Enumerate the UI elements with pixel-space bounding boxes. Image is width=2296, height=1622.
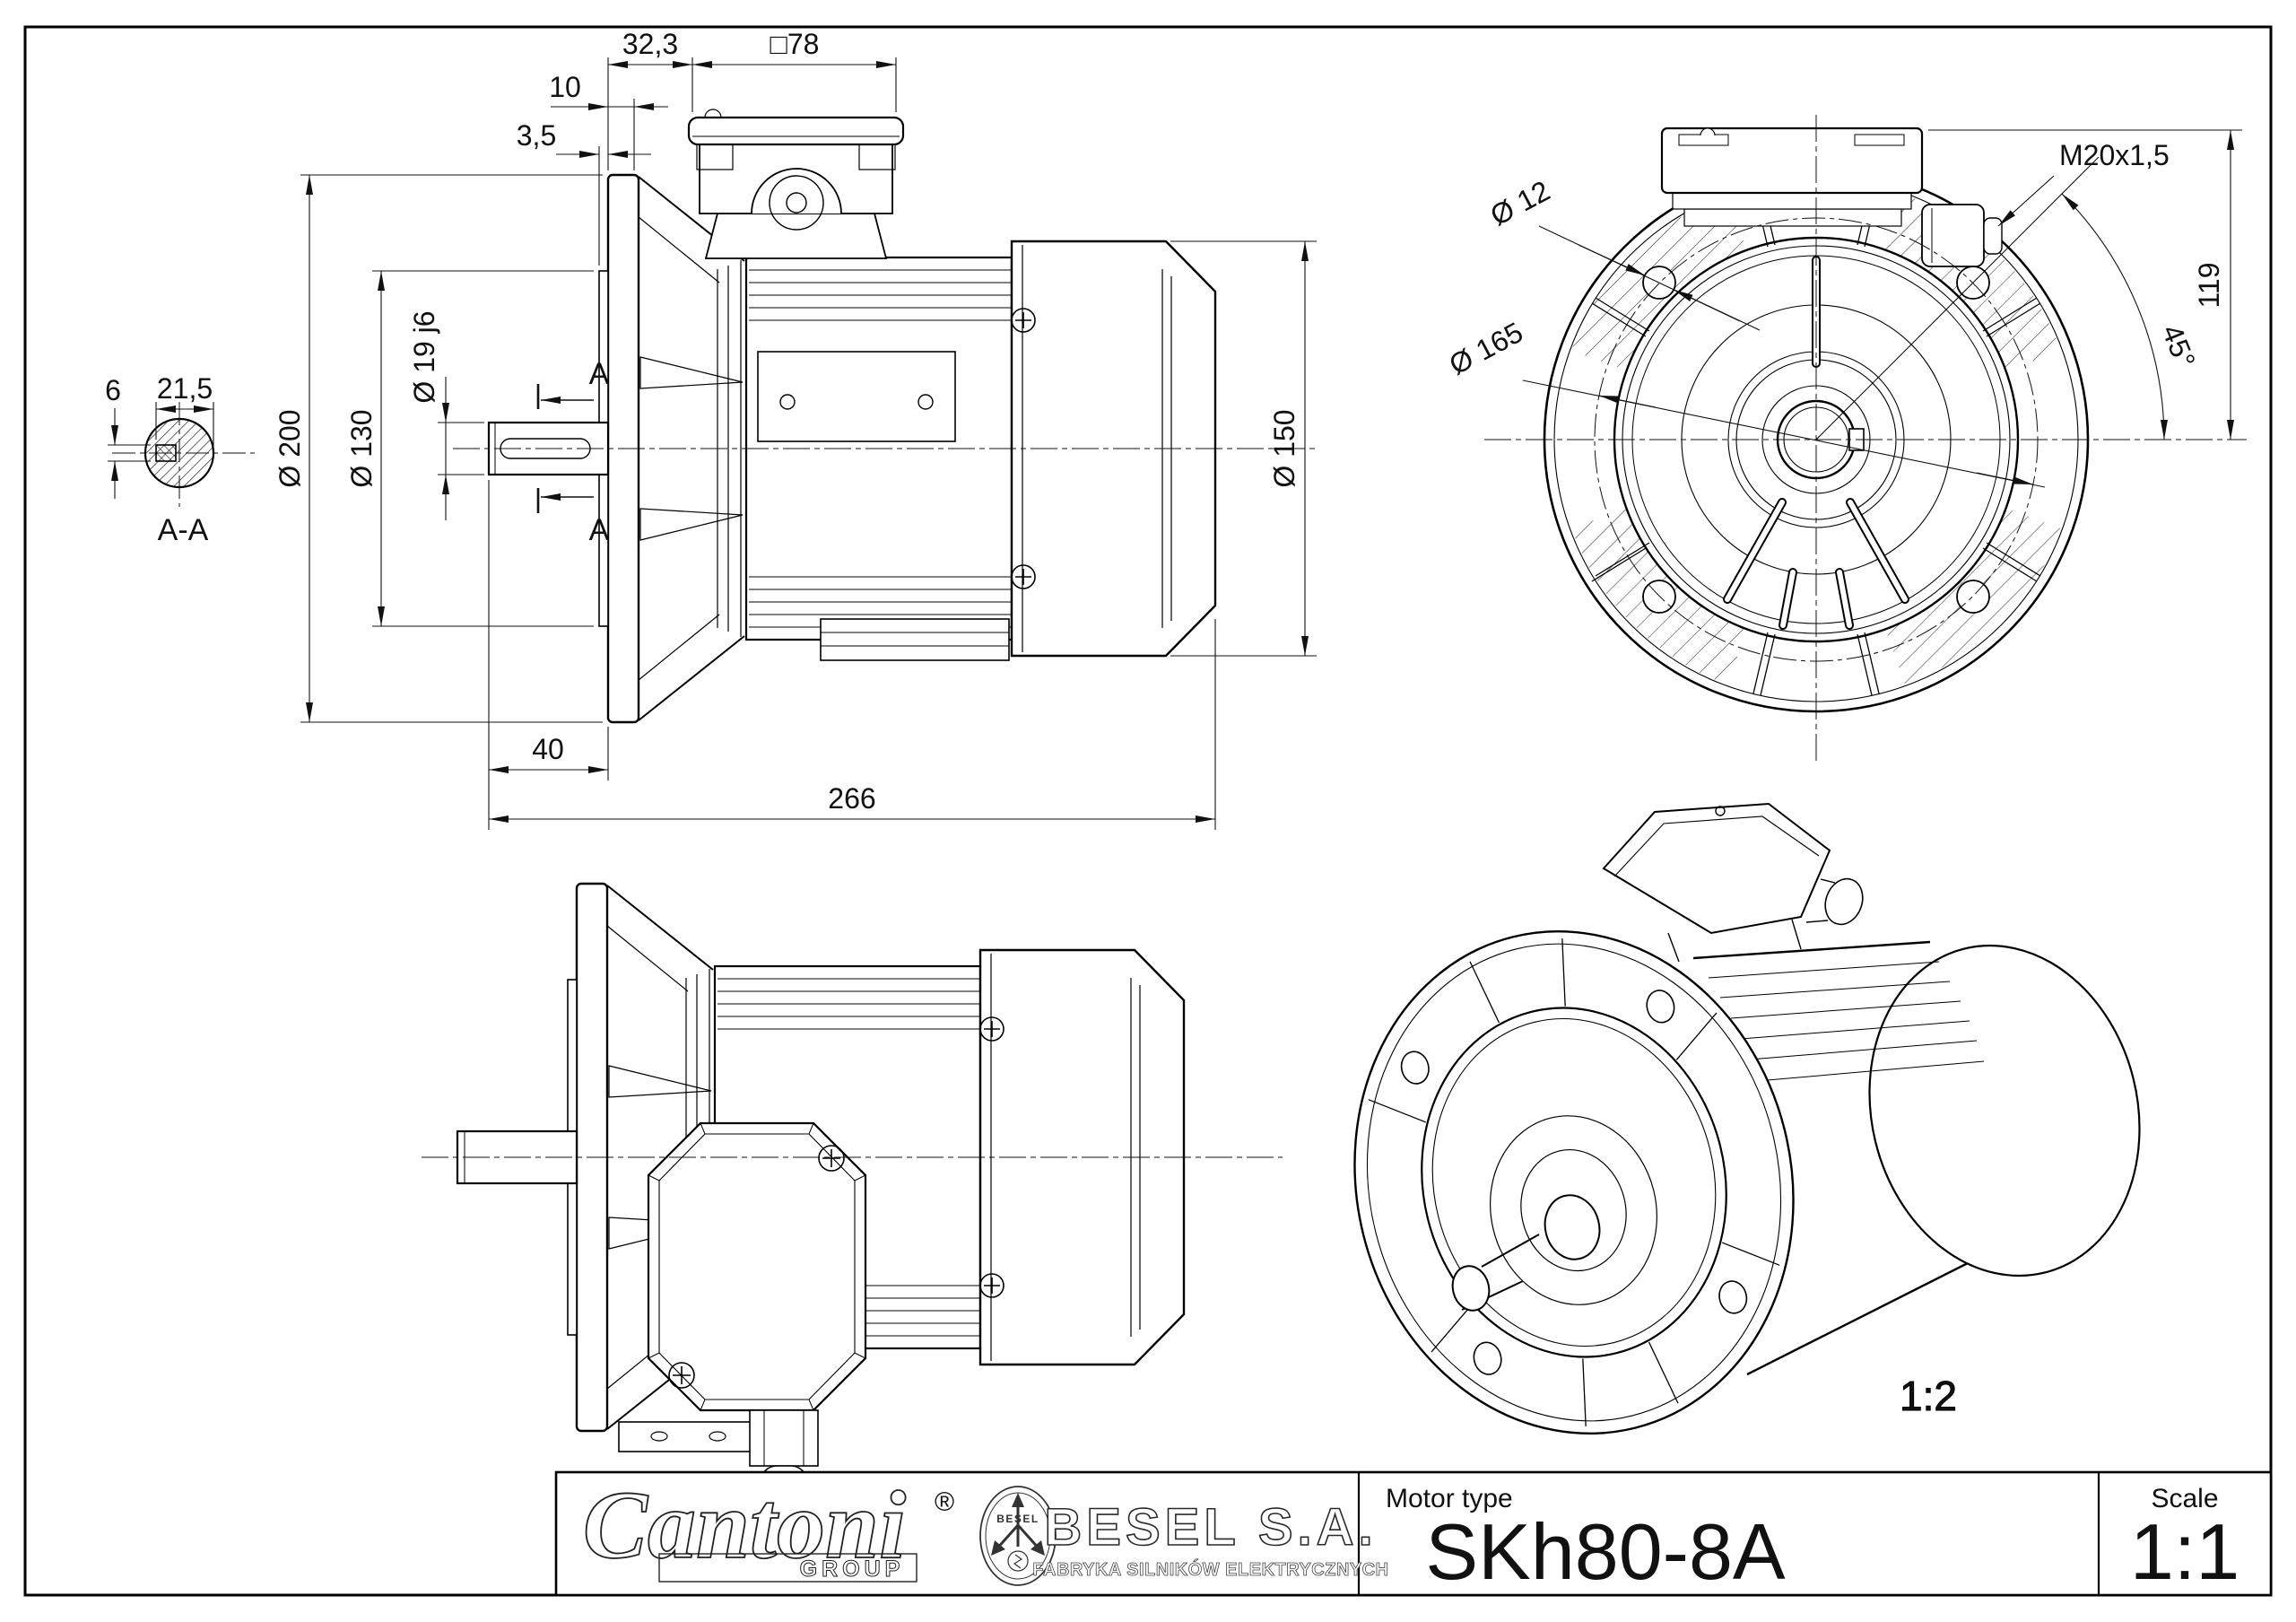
dim-total-len-text: 266 [828,782,875,815]
dim-box-size-text: □78 [770,28,820,60]
registered-icon: ® [935,1487,954,1517]
bolt-circle [1594,217,2039,662]
section-mark-top: A [589,357,610,391]
key-section [155,444,177,462]
dim-40 [488,480,609,830]
cantoni-logo: Cantoni [583,1472,906,1579]
besel-logo-icon: BESEL [979,1486,1057,1586]
dim-21-5 [155,402,214,448]
dim-box-78 [692,57,897,112]
dim-box-offset-text: 32,3 [622,28,678,60]
side-view: 3,5 10 32,3 □78 Ø 200 Ø 130 Ø 19 j6 Ø 15… [274,28,1318,830]
terminal-box-cover [647,1121,867,1412]
section-plane-marks [536,384,594,513]
cover-screw-icon [668,1145,845,1389]
terminal-box-front [1660,126,2003,267]
section-mark-bottom: A [589,513,610,547]
company-subtitle: FABRYKA SILNIKÓW ELEKTRYCZNYCH [1032,1558,1388,1580]
besel-logo-text: BESEL [996,1513,1039,1525]
dim-flange-dia-text: Ø 200 [274,409,306,487]
dim-height-text: 119 [2193,262,2225,308]
dim-shaft-dia-text: Ø 19 j6 [408,310,440,403]
dim-key-height-text: 6 [105,374,121,406]
dim-key-width-text: 21,5 [157,372,213,405]
section-label: A-A [158,513,209,547]
section-aa-view: 21,5 6 A-A [105,372,256,547]
lid-screw-icon [704,109,722,118]
dim-6 [108,408,151,499]
lid-screw-icon [1700,127,1716,136]
dim-shaft-len-text: 40 [532,733,564,765]
dim-spigot-text: 3,5 [517,119,556,152]
dim-dia19 [438,377,484,520]
leader-dia12 [1538,225,1761,331]
rating-plate [757,351,956,442]
dim-10 [551,99,668,170]
cable-gland [1921,204,1985,267]
group-box [658,1553,918,1583]
group-label: GROUP [800,1557,905,1582]
cap-screw-icon [979,1016,1004,1298]
leader-thread [1997,175,2055,227]
cable-gland-dome [751,168,842,214]
dim-dia150 [1170,240,1317,657]
dim-thread-text: M20x1,5 [2059,139,2170,171]
dim-dia200 [300,174,603,723]
iso-scale-label: 1:2 [1900,1373,1957,1419]
dim-body-dia-text: Ø 150 [1268,409,1300,487]
top-view [422,882,1283,1503]
dim-119 [1928,129,2242,440]
angle-dim-arc [2061,193,2168,440]
terminal-box [687,109,905,259]
dim-flange-thickness-text: 10 [549,71,581,103]
motor-type-label: Motor type [1386,1484,1513,1513]
dim-dia130 [372,270,594,627]
scale-value: 1:1 [2130,1507,2239,1596]
isometric-view: 1:2 [1353,802,2141,1435]
iso-terminal-box [1602,802,1864,963]
dim-266 [489,619,1216,830]
dim-3-5 [556,57,651,266]
shaft-section [144,417,215,489]
dim-spigot-dia-text: Ø 130 [345,409,378,487]
leader-dia165 [1522,379,2046,488]
cap-screw-icon [1011,308,1036,589]
bottom-plate [820,618,1010,661]
iso-fins [1708,961,1985,1082]
title-block: Cantoni ® GROUP BESEL BESEL S.A. FABRYKA… [554,1470,2273,1597]
iso-body [1692,940,2141,1376]
company-name: BESEL S.A. [1044,1498,1377,1557]
motor-type-value: SKh80-8A [1425,1507,1785,1596]
diagonal-line [1815,156,2100,440]
scale-label: Scale [2151,1484,2218,1513]
iso-shaft [1451,1234,1540,1312]
